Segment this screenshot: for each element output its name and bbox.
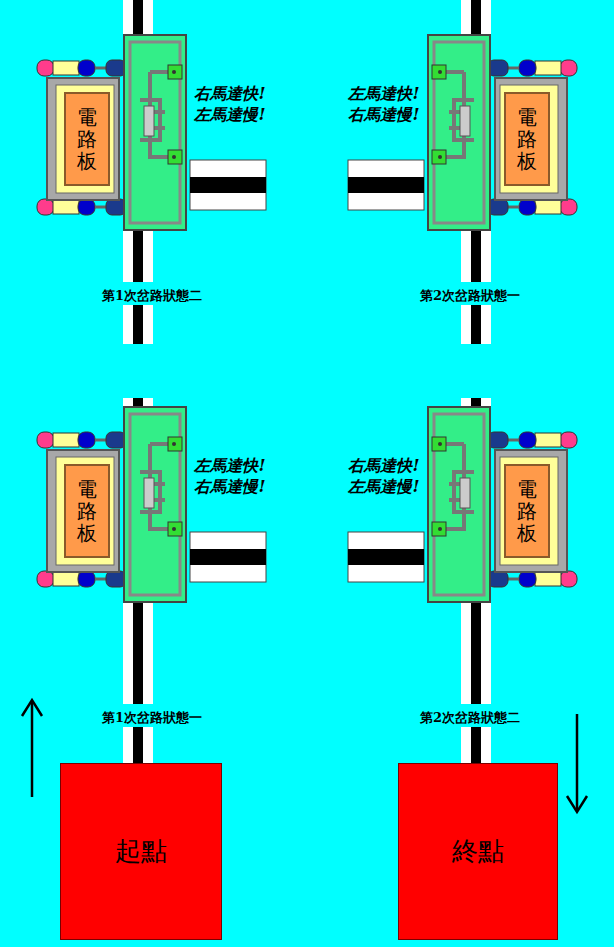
state-caption: 第2次岔路狀態二	[418, 709, 522, 727]
node-label: 電路板	[517, 106, 537, 172]
robot-car	[37, 407, 266, 602]
node-label: 電路板	[517, 478, 537, 544]
motor-note: 左馬達快! 右馬達慢!	[190, 456, 270, 498]
start-end-box: 起點	[60, 763, 222, 940]
robot-car	[348, 35, 577, 230]
motor-note: 右馬達快! 左馬達慢!	[190, 84, 270, 126]
state-caption: 第1次岔路狀態一	[100, 709, 204, 727]
motor-note: 右馬達快! 左馬達慢!	[344, 456, 424, 498]
node-label: 終點	[452, 834, 504, 869]
node-label: 電路板	[77, 106, 97, 172]
node-label: 起點	[115, 834, 167, 869]
robot-car	[37, 35, 266, 230]
state-caption: 第1次岔路狀態二	[100, 287, 204, 305]
start-end-box: 終點	[398, 763, 558, 940]
motor-note: 左馬達快! 右馬達慢!	[344, 84, 424, 126]
node-label: 電路板	[77, 478, 97, 544]
circuit-board: 電路板	[504, 464, 550, 558]
circuit-board: 電路板	[64, 464, 110, 558]
circuit-board: 電路板	[504, 92, 550, 186]
circuit-board: 電路板	[64, 92, 110, 186]
robot-car	[348, 407, 577, 602]
state-caption: 第2次岔路狀態一	[418, 287, 522, 305]
